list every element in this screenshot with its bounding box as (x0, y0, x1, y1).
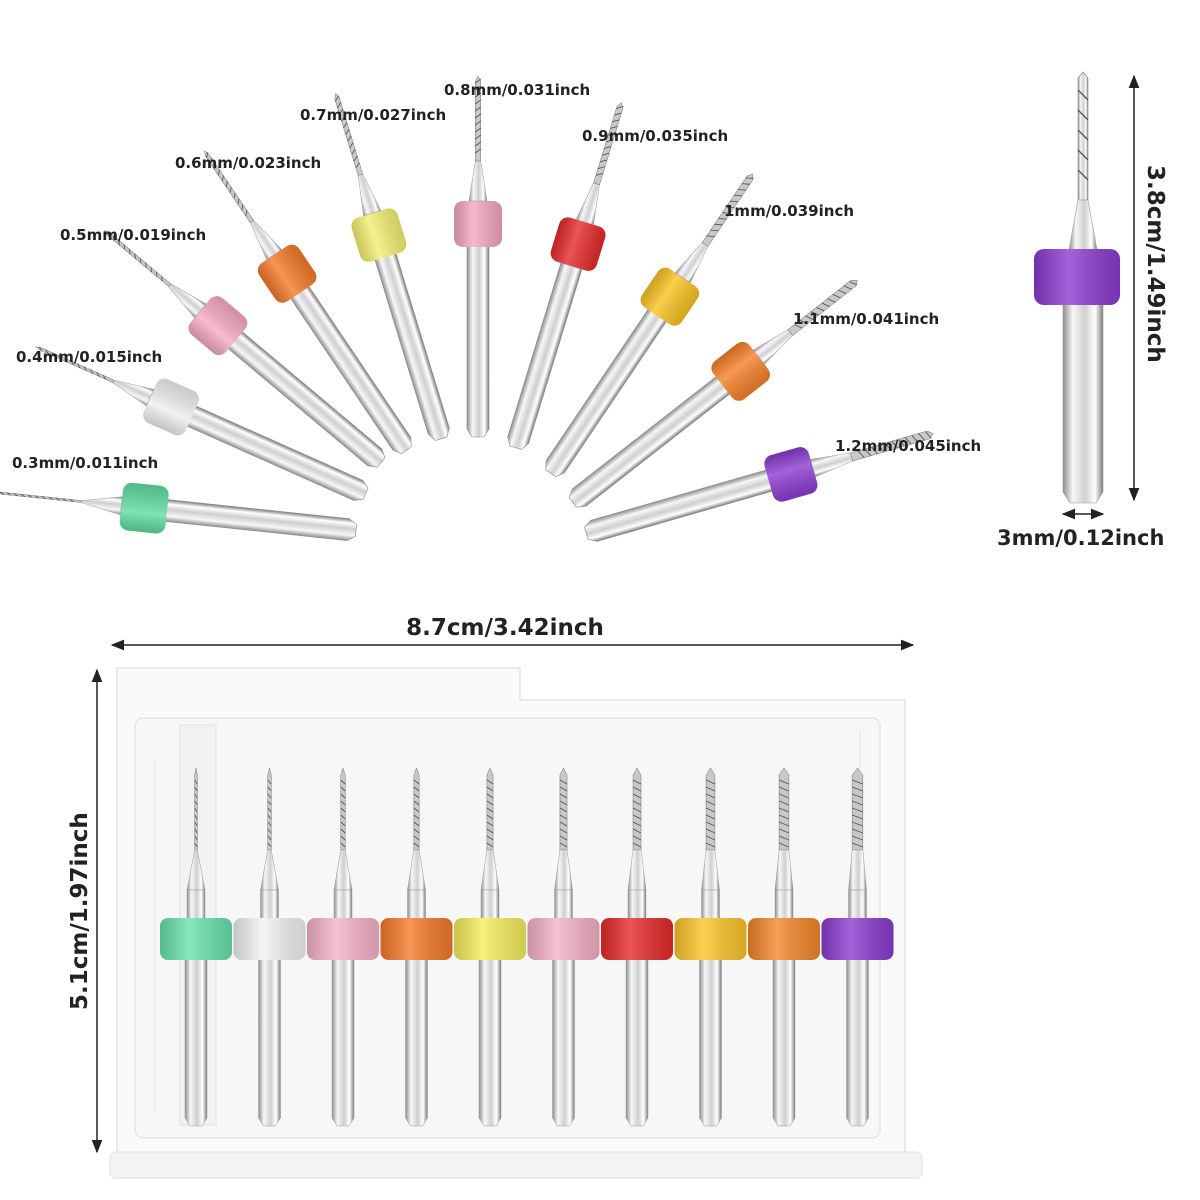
fan-drill-bit (103, 230, 386, 468)
single-bit-shank (1062, 299, 1104, 504)
bit-flute (851, 767, 864, 851)
bit-shank (772, 954, 796, 1127)
bit-size-label: 0.3mm/0.011inch (12, 454, 158, 472)
bit-flute (103, 230, 172, 287)
case-height-label: 5.1cm/1.97inch (67, 812, 93, 1010)
case-drill-bit (160, 767, 232, 1127)
bit-shank (466, 242, 490, 438)
shank-dimension-label: 3mm/0.12inch (997, 526, 1164, 550)
bit-shank (184, 954, 208, 1127)
fan-drill-bit (545, 173, 754, 478)
bit-size-label: 1.1mm/0.041inch (793, 310, 939, 328)
bit-shank (478, 954, 502, 1127)
fan-drill-bit (203, 150, 412, 455)
fan-drill-bit (34, 346, 369, 501)
bit-taper (575, 182, 600, 226)
bit-shank (552, 954, 575, 1127)
bit-flute (475, 75, 481, 162)
case-drill-bit (527, 767, 600, 1127)
single-bit-tip (1077, 71, 1089, 201)
bit-shank (161, 498, 357, 541)
bit-taper (81, 496, 123, 516)
bit-shank (331, 954, 355, 1127)
bit-flute (701, 173, 753, 247)
bit-size-label: 1mm/0.039inch (724, 202, 854, 220)
fan-labels: 0.3mm/0.011inch 0.4mm/0.015inch 0.5mm/0.… (12, 81, 981, 472)
case-drill-bit (380, 767, 453, 1127)
fan-drill-bit (334, 93, 450, 441)
case-drill-bit (454, 767, 526, 1127)
single-bit-diagram: 3.8cm/1.49inch 3mm/0.12inch (997, 71, 1168, 550)
bit-shank (846, 954, 869, 1127)
case-width-label: 8.7cm/3.42inch (406, 615, 604, 641)
bit-shank (405, 954, 428, 1127)
bit-size-label: 0.9mm/0.035inch (582, 127, 728, 145)
bit-flute (778, 767, 790, 851)
length-dimension-label: 3.8cm/1.49inch (1142, 165, 1168, 363)
bit-flute (850, 430, 934, 462)
fan-drill-bit (507, 102, 624, 450)
bit-shank (507, 258, 584, 450)
bit-flute (593, 102, 624, 186)
bit-taper (249, 220, 283, 261)
storage-case-diagram: 8.7cm/3.42inch 5.1cm/1.97inch (67, 615, 923, 1179)
case-drill-bit (748, 767, 820, 1127)
bit-flute (787, 279, 858, 336)
bit-size-label: 0.5mm/0.019inch (60, 226, 206, 244)
bit-flute (334, 93, 364, 176)
bit-flute (203, 150, 254, 223)
bit-flute (0, 491, 82, 503)
case-drill-bit (674, 767, 747, 1127)
bit-taper (112, 379, 155, 407)
fan-of-drill-bits (0, 75, 934, 542)
fan-drill-bit (568, 279, 858, 508)
bit-size-label: 0.7mm/0.027inch (300, 106, 446, 124)
bit-shank (258, 954, 281, 1127)
single-bit-taper (1068, 199, 1098, 251)
case-bit-row (160, 767, 894, 1127)
bit-size-label: 0.6mm/0.023inch (175, 154, 321, 172)
bit-size-label: 1.2mm/0.045inch (835, 437, 981, 455)
fan-drill-bit (0, 482, 357, 541)
case-drill-bit (601, 767, 673, 1127)
bit-taper (357, 173, 382, 217)
case-drill-bit (307, 767, 379, 1127)
case-drill-bit (233, 767, 306, 1127)
bit-size-label: 0.8mm/0.031inch (444, 81, 590, 99)
bit-flute (705, 767, 716, 851)
fan-drill-bit (454, 75, 502, 438)
case-drill-bit (821, 767, 894, 1127)
bit-flute (34, 346, 115, 383)
bit-size-label: 0.4mm/0.015inch (16, 348, 162, 366)
fan-drill-bit (584, 430, 934, 542)
bit-shank (625, 954, 649, 1127)
bit-shank (699, 954, 722, 1127)
bit-taper (468, 160, 488, 202)
